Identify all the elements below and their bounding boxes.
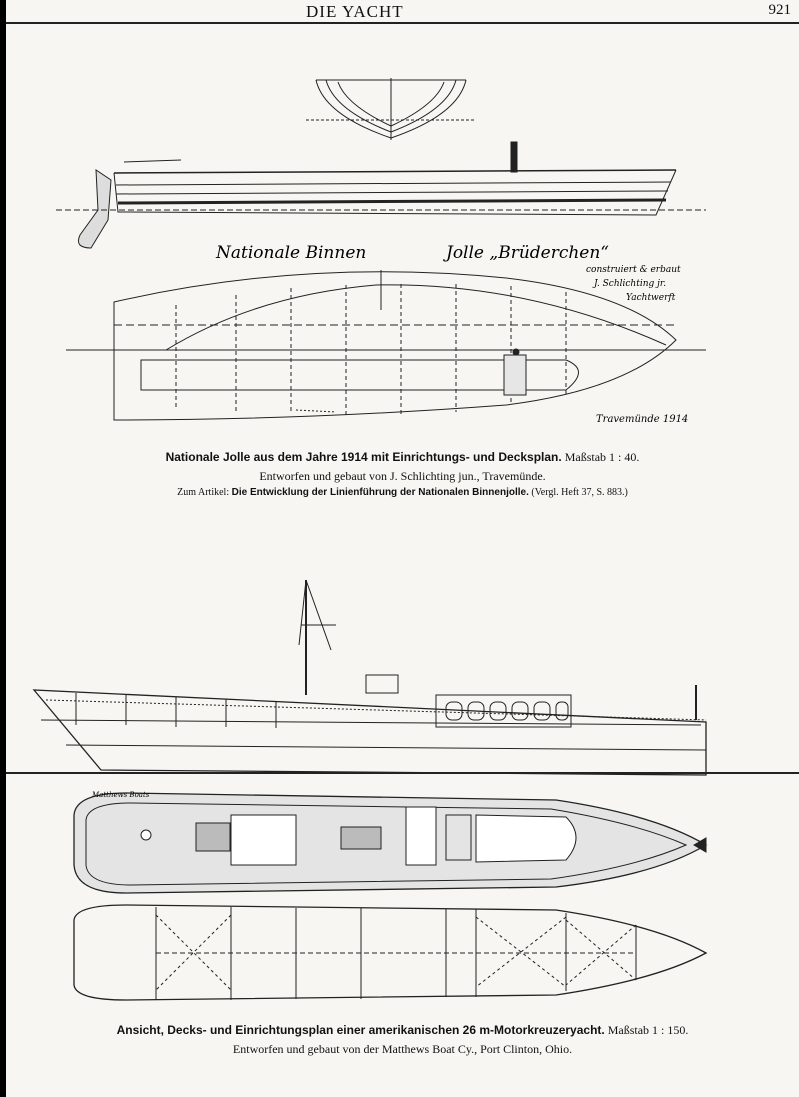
- header-rule: [6, 22, 799, 24]
- dinghy-drawing: Nationale Binnen Jolle „Brüderchen“ cons…: [56, 78, 706, 425]
- figure1-caption-scale: Maßstab 1 : 40.: [564, 450, 640, 464]
- figure2-caption-line2: Entworfen und gebaut von der Matthews Bo…: [232, 1042, 573, 1056]
- journal-title: DIE YACHT: [306, 2, 404, 21]
- yacht-accommodation-plan: [73, 904, 708, 1001]
- yacht-deck-plan: [73, 792, 708, 894]
- motor-yacht-drawing: Matthews Boats: [6, 579, 799, 1001]
- figure1-caption-prefix: Zum Artikel:: [177, 487, 230, 498]
- drawing-credit-2: J. Schlichting jr.: [592, 279, 666, 289]
- figure1-caption-line2: Entworfen und gebaut von J. Schlichting …: [259, 469, 546, 483]
- figure1-caption-line1: Nationale Jolle aus dem Jahre 1914 mit E…: [6, 450, 799, 465]
- drawing-place-date: Travemünde 1914: [596, 414, 688, 425]
- figure1-caption-title: Nationale Jolle aus dem Jahre 1914 mit E…: [165, 450, 562, 464]
- maker-mark: Matthews Boats: [91, 791, 150, 799]
- figure1-caption-article: Die Entwicklung der Linienführung der Na…: [231, 487, 529, 498]
- figure2-caption-line1: Ansicht, Decks- und Einrichtungsplan ein…: [6, 1023, 799, 1038]
- page: DIE YACHT 921: [6, 0, 799, 1097]
- figure2-caption-title: Ansicht, Decks- und Einrichtungsplan ein…: [116, 1023, 605, 1037]
- yacht-profile: [6, 579, 799, 776]
- figure1-caption-line3: Zum Artikel: Die Entwicklung der Linienf…: [6, 487, 799, 498]
- drawing-credit-1: construiert & erbaut: [586, 265, 681, 275]
- drawing-credit-3: Yachtwerft: [626, 293, 676, 303]
- figure2-caption-scale: Maßstab 1 : 150.: [607, 1023, 689, 1037]
- running-head: DIE YACHT 921: [6, 0, 799, 24]
- profile-view: [56, 141, 706, 249]
- figure1-caption-ref: (Vergl. Heft 37, S. 883.): [531, 487, 628, 498]
- drawing-title-right: Jolle „Brüderchen“: [443, 243, 609, 263]
- body-plan: [306, 78, 476, 140]
- drawing-title-left: Nationale Binnen: [215, 243, 366, 263]
- cabin-windows: [445, 701, 569, 721]
- deck-plan: [66, 270, 706, 421]
- page-number: 921: [768, 2, 792, 18]
